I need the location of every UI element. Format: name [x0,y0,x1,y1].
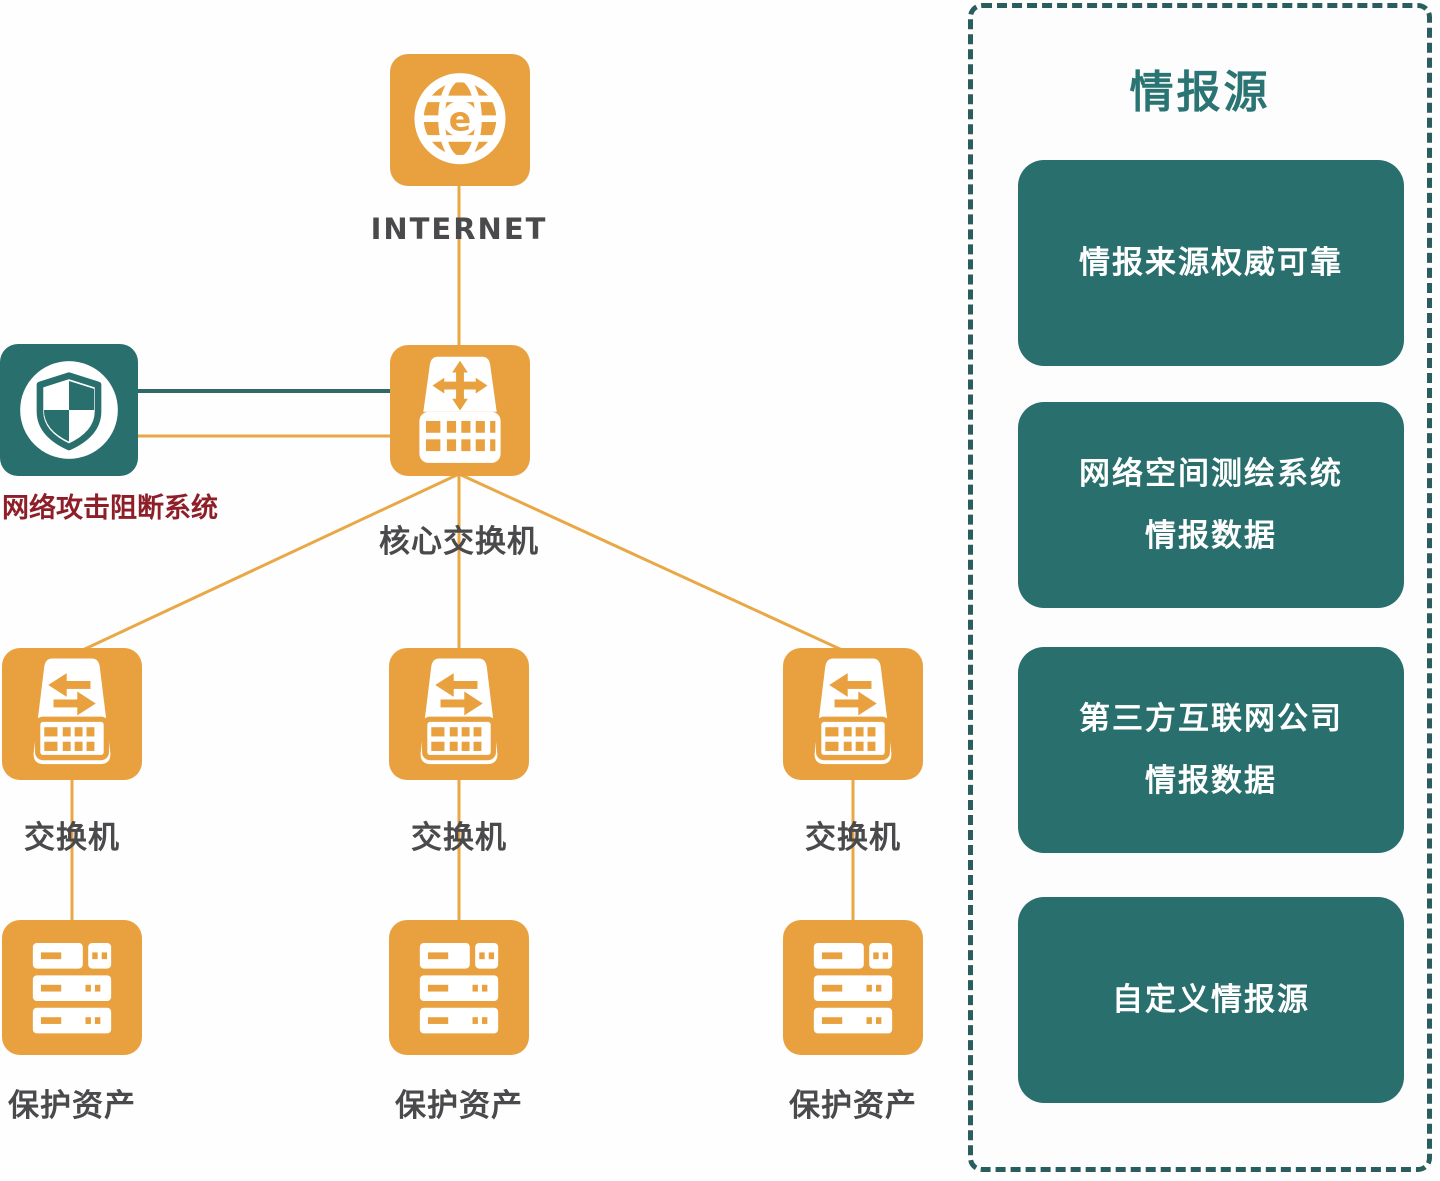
intel-item-3: 第三方互联网公司 情报数据 [1018,647,1404,853]
asset-node-1 [2,920,142,1055]
intel-item-2-line-2: 情报数据 [1145,518,1277,554]
internet-node: e [390,54,530,186]
switch-icon [420,658,498,765]
intel-item-3-line-2: 情报数据 [1145,763,1277,799]
intel-item-2: 网络空间测绘系统 情报数据 [1018,402,1404,608]
switch-icon [814,658,892,765]
switch-node-2 [389,648,529,780]
asset-label-2: 保护资产 [395,1088,523,1124]
core-switch-node [390,345,530,476]
attack-blocker-node [0,344,138,476]
link-core-switch-right [458,472,854,657]
asset-node-3 [783,920,923,1055]
globe-icon: e [414,73,506,165]
server-icon [419,942,499,1034]
intel-item-4: 自定义情报源 [1018,897,1404,1103]
core-switch-icon [419,356,501,463]
intel-item-3-line-1: 第三方互联网公司 [1079,701,1343,737]
shield-icon [20,361,118,459]
server-icon [813,942,893,1034]
switch-node-1 [2,648,142,780]
intel-item-1-label: 情报来源权威可靠 [1079,245,1343,281]
switch-label-1: 交换机 [24,820,120,856]
internet-label: INTERNET [370,212,548,246]
intel-item-1: 情报来源权威可靠 [1018,160,1404,366]
svg-text:e: e [449,100,471,139]
asset-label-3: 保护资产 [789,1088,917,1124]
switch-icon [33,658,111,765]
intel-item-4-label: 自定义情报源 [1112,982,1310,1018]
server-icon [32,942,112,1034]
intel-item-2-line-1: 网络空间测绘系统 [1079,456,1343,492]
attack-blocker-label: 网络攻击阻断系统 [2,493,218,524]
asset-node-2 [389,920,529,1055]
asset-label-1: 保护资产 [8,1088,136,1124]
intel-panel-title: 情报源 [1129,67,1271,118]
switch-label-2: 交换机 [411,820,507,856]
switch-label-3: 交换机 [805,820,901,856]
core-switch-label: 核心交换机 [379,524,539,560]
intel-source-panel: 情报源 情报来源权威可靠 网络空间测绘系统 情报数据 第三方互联网公司 情报数据… [968,3,1432,1172]
switch-node-3 [783,648,923,780]
